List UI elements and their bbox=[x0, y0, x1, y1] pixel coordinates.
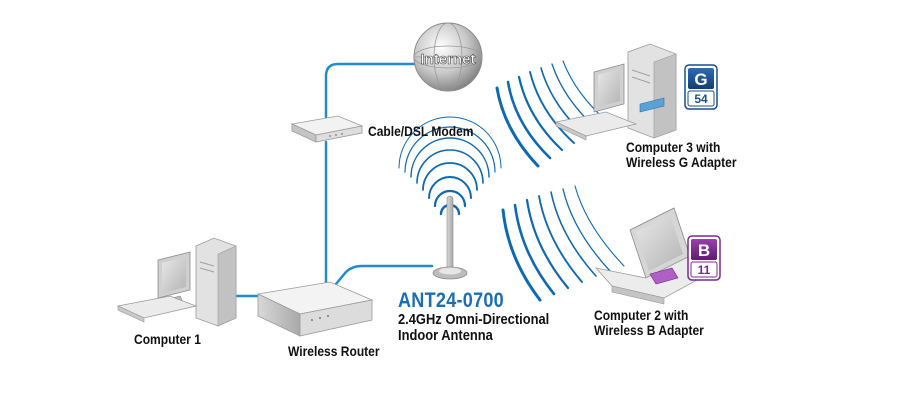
cable-router-antenna bbox=[334, 264, 434, 286]
wireless-b-badge-icon: B 11 bbox=[687, 235, 721, 281]
g-badge-number: 54 bbox=[694, 92, 708, 106]
g-badge-letter: G bbox=[694, 70, 707, 89]
antenna-model-label: ANT24-0700 bbox=[398, 289, 504, 312]
globe-icon: Internet bbox=[413, 22, 483, 92]
router-label: Wireless Router bbox=[288, 343, 380, 359]
router-icon bbox=[256, 281, 374, 337]
internet-label: Internet bbox=[420, 51, 475, 68]
computer2-label: Computer 2 with Wireless B Adapter bbox=[594, 308, 704, 338]
modem-label: Cable/DSL Modem bbox=[368, 123, 474, 139]
computer3-label-line2: Wireless G Adapter bbox=[626, 154, 737, 170]
network-cables bbox=[232, 62, 434, 298]
antenna-description-line1: 2.4GHz Omni-Directional bbox=[398, 311, 550, 328]
wireless-g-badge-icon: G 54 bbox=[684, 64, 718, 110]
wireless-waves-computer3 bbox=[495, 60, 611, 168]
cable-internet-modem bbox=[324, 62, 416, 120]
wireless-waves-computer2 bbox=[501, 185, 625, 302]
modem-icon bbox=[290, 115, 364, 143]
computer2-label-line2: Wireless B Adapter bbox=[594, 322, 704, 338]
antenna-icon bbox=[398, 116, 502, 280]
computer2-label-line1: Computer 2 with bbox=[594, 307, 689, 323]
antenna-description-line2: Indoor Antenna bbox=[398, 327, 493, 344]
computer1-label: Computer 1 bbox=[134, 331, 201, 347]
b-badge-letter: B bbox=[698, 241, 710, 260]
computer3-label-line1: Computer 3 with bbox=[626, 139, 721, 155]
desktop-computer-icon-computer1 bbox=[116, 237, 237, 327]
desktop-computer-icon-computer3 bbox=[554, 43, 677, 141]
b-badge-number: 11 bbox=[698, 263, 711, 277]
computer3-label: Computer 3 with Wireless G Adapter bbox=[626, 140, 737, 170]
laptop-computer-icon-computer2 bbox=[594, 207, 713, 305]
antenna-description: 2.4GHz Omni-Directional Indoor Antenna bbox=[398, 312, 549, 344]
